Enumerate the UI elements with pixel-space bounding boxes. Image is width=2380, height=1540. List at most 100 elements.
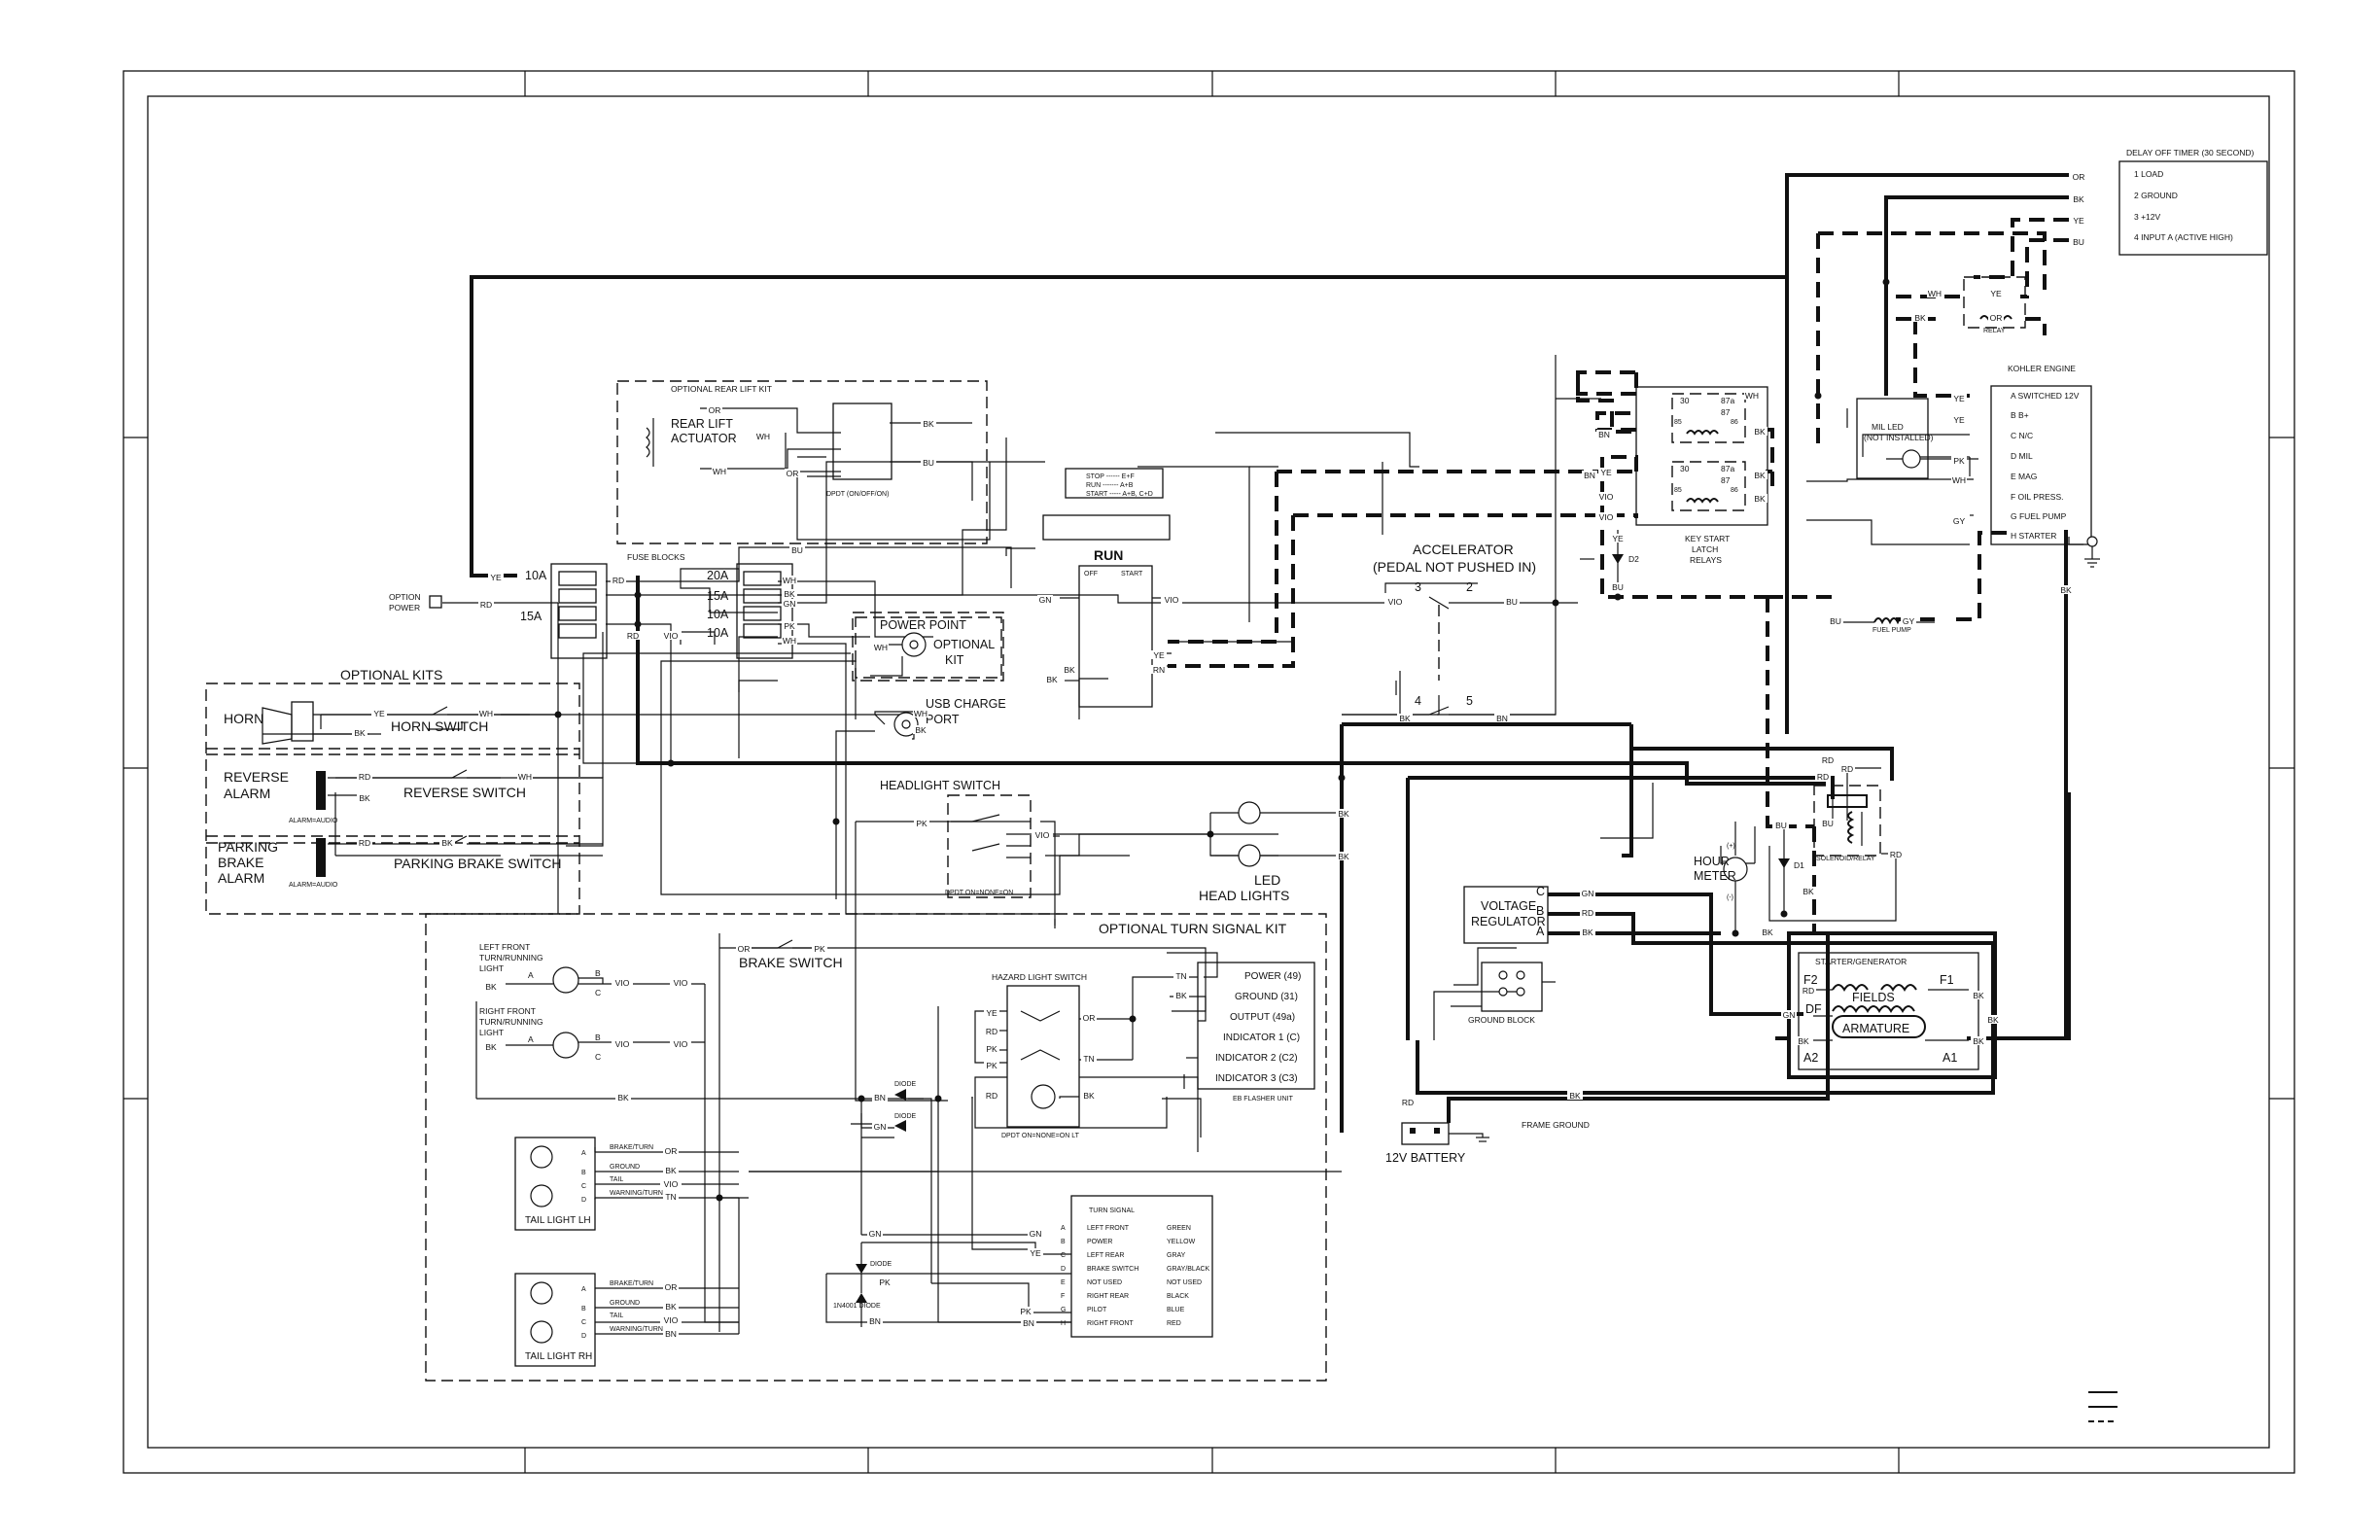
wire-color-tag: OR [2073,172,2085,182]
turn-signal-table [1070,1195,1213,1338]
turn-table-title: TURN SIGNAL [1089,1208,1135,1214]
key-legend-start: START ----- A+B, C+D [1086,491,1153,498]
wire-tag-background [1018,1307,1033,1315]
turn-table-function: PILOT [1087,1307,1107,1313]
rf-light-label-3: LIGHT [479,1028,504,1037]
mil-led: MIL LED (NOT INSTALLED) [1856,398,1978,479]
hour-meter: (+) HOUR METER (-) D1 [1694,822,1804,933]
wire-color-tag: PK [814,944,825,954]
wire-tag-background [913,709,928,718]
wire-tag-background [1400,1098,1416,1106]
relay2-pin-30: 30 [1680,464,1690,473]
wire-color-tag: BK [1754,471,1766,480]
wire-tag-background [1610,534,1626,542]
wire-tag-background [663,1166,679,1174]
key-run-title: RUN [1094,547,1123,563]
wire-tag-background [1494,714,1510,722]
horn-icon [262,707,293,745]
wire-tag-background [812,944,827,953]
wire-color-tag: GN [1039,595,1052,605]
key-legend-box [1065,468,1164,499]
relay1-pin-85: 85 [1674,419,1682,426]
fuel-pump: FUEL PUMP [1836,617,1935,634]
wire-tag-background [1580,928,1595,936]
accel-pin-3: 3 [1415,580,1421,594]
delay-row-input: 4 INPUT A (ACTIVE HIGH) [2134,232,2233,242]
wire-tag-background [1988,313,2004,322]
wire-color-tag: BK [1802,887,1814,896]
fuse-right-10a-1: 10A [707,608,729,621]
wire-color-tag: BK [1582,928,1593,937]
key-col-start: START [1121,571,1143,578]
wire-tag-background [1971,991,1986,999]
wire-tag-background [1081,1054,1097,1063]
fuse-right-10a-2: 10A [707,626,729,640]
fuse-left-10a: 10A [525,569,547,582]
wire-tag-background [1596,430,1612,438]
wire-color-tag: WH [518,772,532,782]
tail-rh-pin-a: A [581,1286,586,1293]
wire-color-tag: PK [986,1061,998,1070]
flasher-row-6: INDICATOR 3 (C3) [1215,1073,1298,1084]
wire-tag-background [612,978,633,987]
wire-tag-background [357,793,372,802]
turn-table-function: RIGHT FRONT [1087,1320,1134,1327]
hour-meter-plus: (+) [1727,843,1735,850]
wire-color-tag: WH [713,467,726,476]
wire-tag-background [1801,887,1816,895]
rear-lift-switch-type: DPDT (ON/OFF/ON) [826,491,889,498]
diode-b-icon [894,1120,906,1132]
vr-pin-c: C [1536,885,1545,898]
wire-tag-background [2058,585,2074,594]
wire-tag-background [663,1282,679,1291]
ground-block-label: GROUND BLOCK [1468,1015,1535,1025]
wire-color-tag: RD [1822,755,1834,765]
reverse-label-line2: ALARM [224,786,270,801]
tail-light-rh-box [514,1273,596,1367]
wire-tag-background [782,576,797,584]
flasher-unit-label: EB FLASHER UNIT [1233,1096,1294,1102]
wire-color-tag: RD [627,631,639,641]
wire-tag-background [782,589,797,598]
wire-color-tag: RD [1402,1098,1414,1107]
key-col-off: OFF [1084,571,1098,578]
hazard-lamp-icon [1031,1084,1056,1109]
wire-color-tag: PK [879,1278,891,1287]
wire-color-tag: BK [1754,427,1766,437]
wire-color-tag: GN [784,599,796,609]
wire-tag-background [615,1093,631,1102]
wire-tag-background [612,1039,633,1048]
wire-tag-background [663,1146,679,1155]
wire-color-tag: VIO [664,631,679,641]
turn-table-function: BRAKE SWITCH [1087,1266,1138,1273]
actuator-coil-icon [646,427,650,458]
parking-label-line2: BRAKE [218,855,263,870]
wire-color-tag: BK [915,725,927,735]
wire-color-tag: RD [1841,764,1853,774]
wire-tag-background [1912,313,1928,322]
wire-color-tag: RN [1153,665,1165,675]
mil-led-box [1856,398,1929,479]
option-power: OPTION POWER [389,592,442,612]
rf-light-label-2: TURN/RUNNING [479,1017,543,1027]
wire-tag-background [2071,172,2086,181]
accel-pin-5: 5 [1466,694,1473,708]
wire-tag-background [2071,194,2086,203]
wire-color-tag: OR [738,944,751,954]
led-head-light-2-icon [1238,844,1261,867]
relay2-pin-87a: 87a [1721,464,1734,473]
battery: 12V BATTERY FRAME GROUND [1385,1120,1590,1165]
wire-tag-background [789,545,805,554]
wire-tag-background [877,1278,892,1286]
power-point-usb: POWER POINT OPTIONAL KIT USB CHARGE PORT [855,616,1006,737]
wire-color-tag: YE [1953,394,1965,403]
reverse-audio: ALARM=AUDIO [289,818,338,824]
wire-tag-background [478,600,494,609]
optional-kits: OPTIONAL KITS HORN HORN SWITCH REVERSE A… [218,667,603,889]
wire-tag-background [755,432,771,440]
wire-color-tag: BN [869,1316,881,1326]
wire-color-tag: PK [1020,1307,1032,1316]
wire-color-tag: BK [485,982,497,992]
starter-generator: STARTER/GENERATOR F2 F1 DF A2 A1 FIELDS … [1787,931,1997,1079]
